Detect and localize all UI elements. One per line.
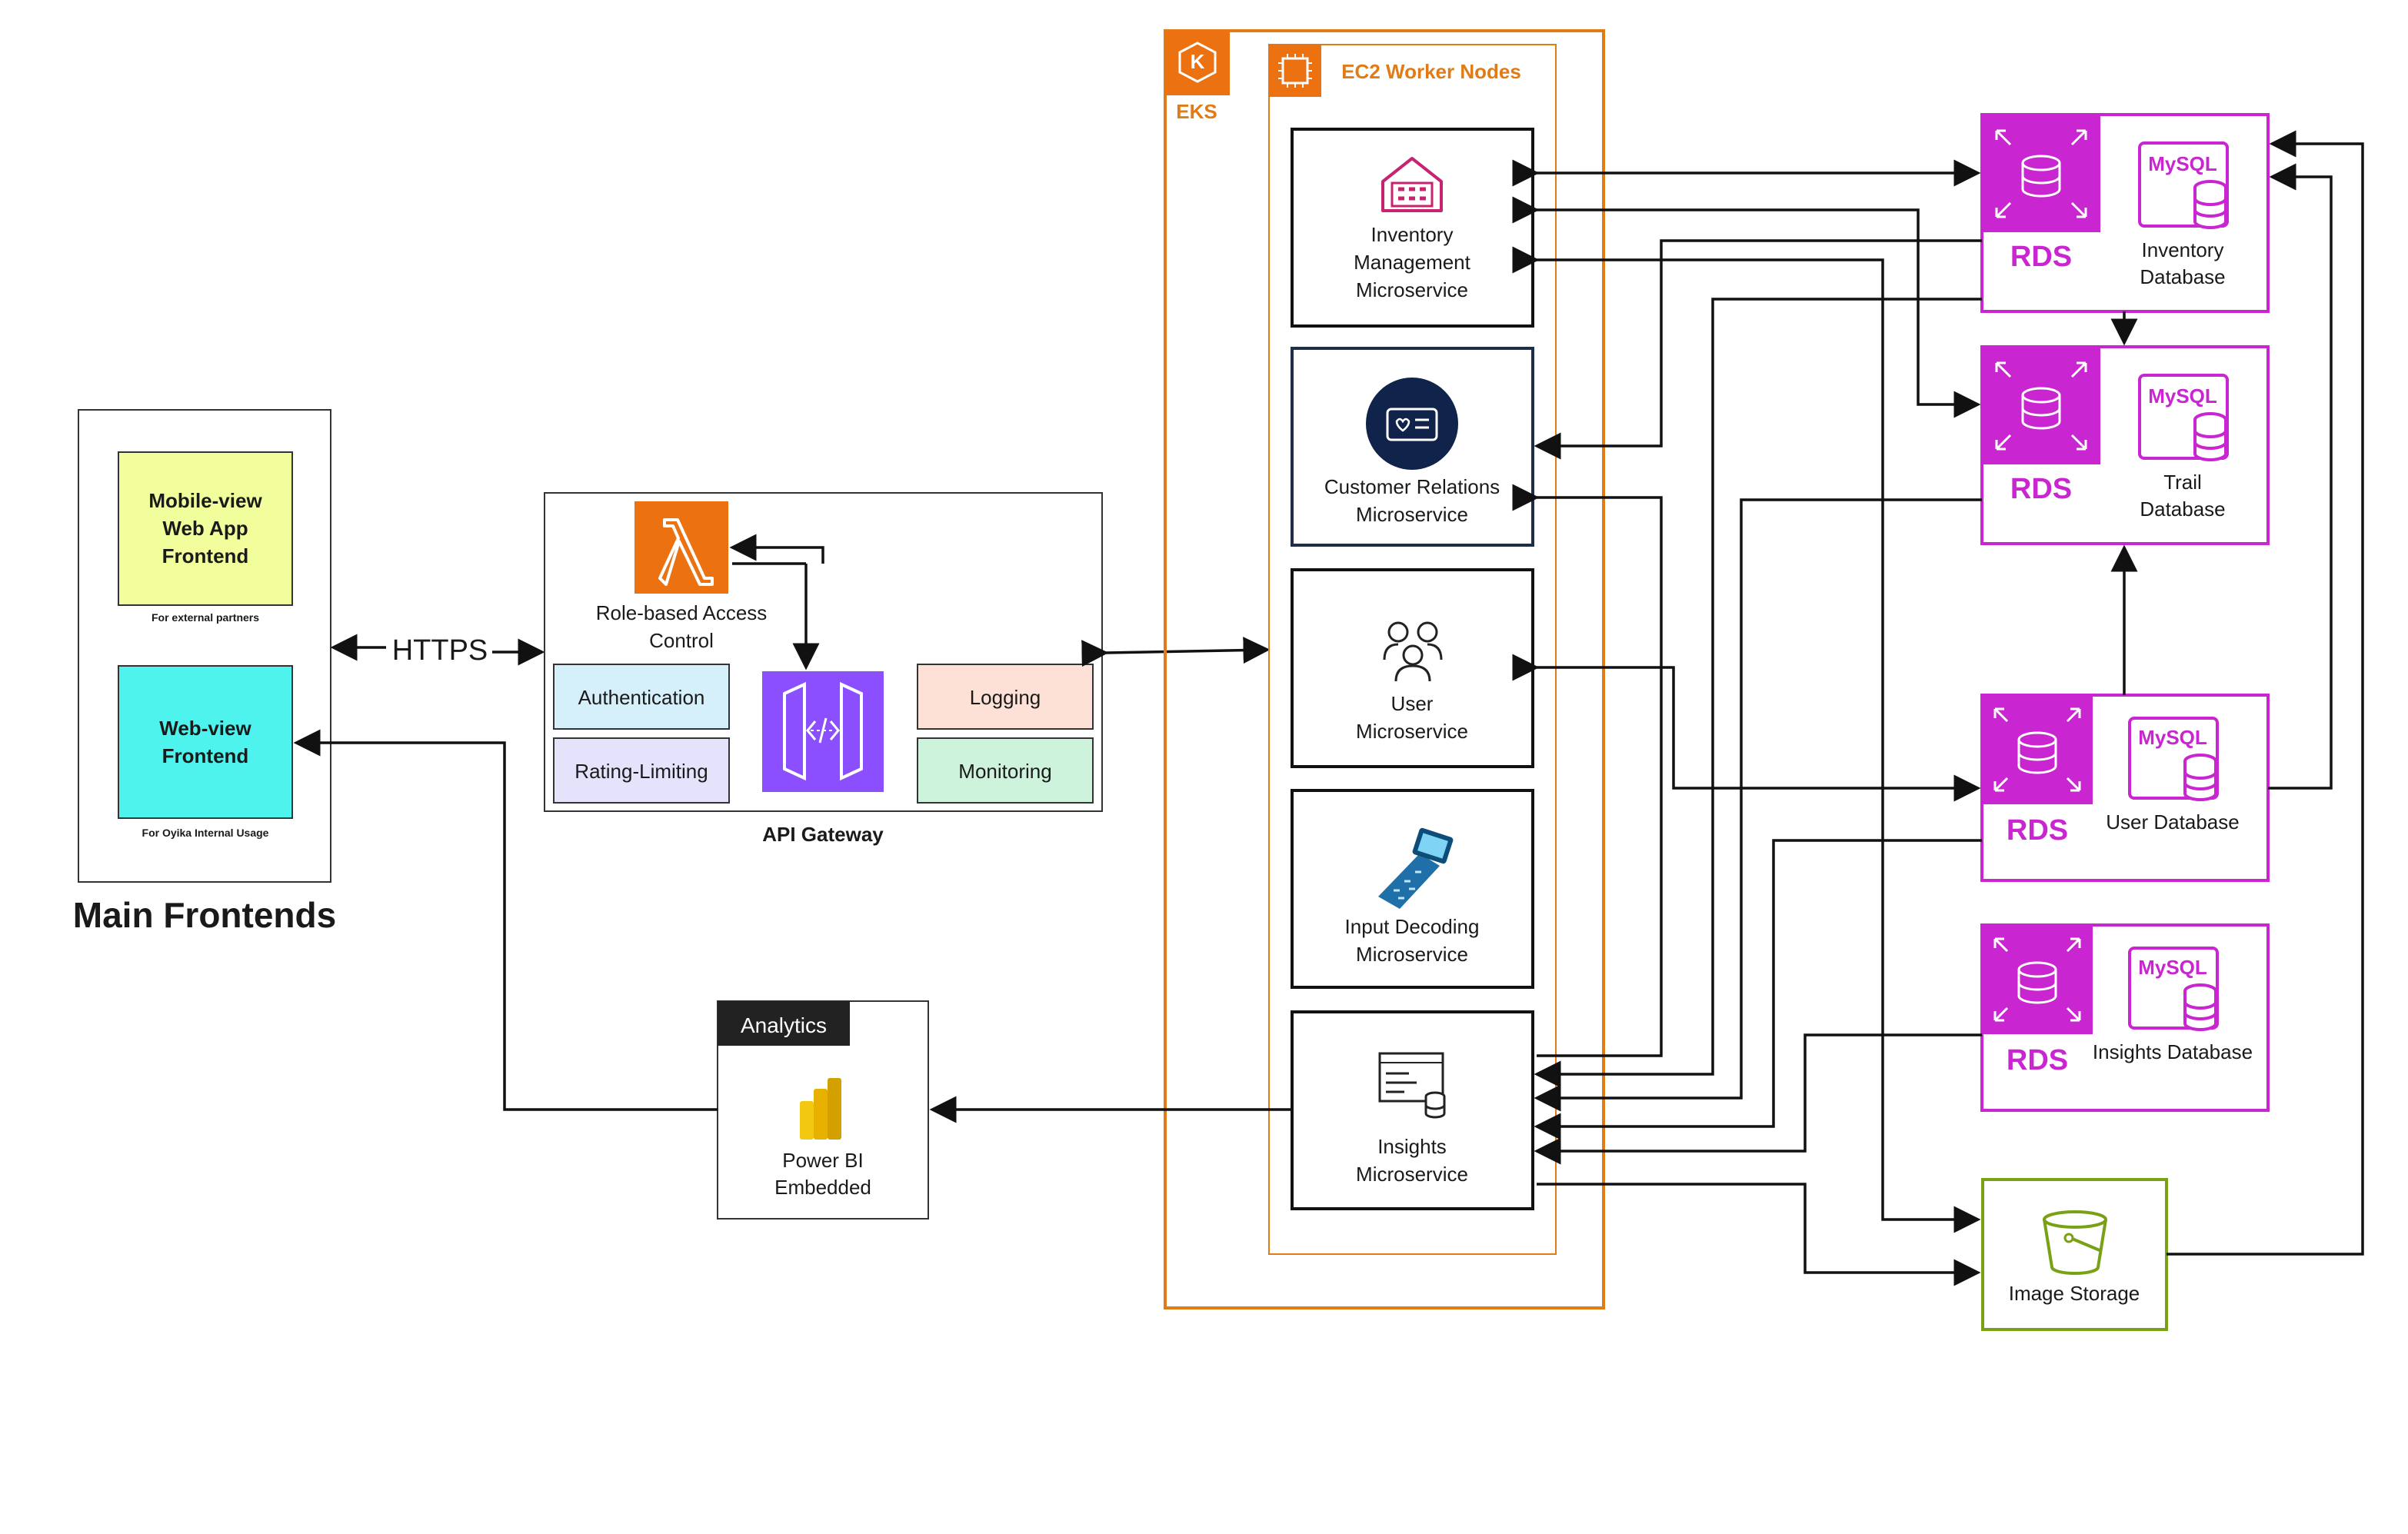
user-db-rds-label: RDS xyxy=(2007,814,2068,847)
rate-limiting-label: Rating-Limiting xyxy=(575,760,708,783)
web-frontend-note: For Oyika Internal Usage xyxy=(142,827,269,839)
authentication-box[interactable] xyxy=(553,664,730,730)
inventory-db-rds-label: RDS xyxy=(2010,241,2072,273)
inventory-db-line2: Database xyxy=(2140,265,2225,288)
rbac-label-line2: Control xyxy=(649,629,714,652)
web-frontend-line1: Web-view xyxy=(159,717,251,740)
inventory-service-line1: Inventory xyxy=(1371,223,1454,246)
authentication-label: Authentication xyxy=(578,686,705,709)
api-gateway-icon xyxy=(762,671,884,792)
warehouse-icon xyxy=(1381,157,1443,212)
analytics-header xyxy=(718,1001,850,1046)
api-gateway-group: Role-based Access Control Authentication… xyxy=(544,492,1103,846)
ec2-icon xyxy=(1269,45,1321,97)
insights-service-line2: Microservice xyxy=(1356,1163,1468,1186)
user-db-mysql-label: MySQL xyxy=(2138,726,2207,749)
inventory-db-line1: Inventory xyxy=(2142,238,2224,261)
image-storage-box[interactable] xyxy=(1981,1178,2168,1331)
web-frontend-box[interactable] xyxy=(118,665,293,819)
customer-relations-line2: Microservice xyxy=(1356,503,1468,526)
trail-db-mysql-label: MySQL xyxy=(2148,384,2217,408)
customer-card-icon xyxy=(1366,378,1458,470)
inventory-service-line2: Management xyxy=(1354,251,1471,274)
trail-db-line2: Database xyxy=(2140,497,2225,521)
mobile-frontend-note: For external partners xyxy=(152,611,259,624)
mobile-frontend-line3: Frontend xyxy=(162,544,249,567)
mysql-icon: MySQL xyxy=(2128,947,2219,1031)
user-service-box[interactable] xyxy=(1291,568,1534,768)
input-decoding-line2: Microservice xyxy=(1356,943,1468,966)
monitoring-box[interactable] xyxy=(917,737,1094,804)
insights-service-line1: Insights xyxy=(1377,1135,1447,1158)
monitoring-label: Monitoring xyxy=(958,760,1051,783)
input-decoding-line1: Input Decoding xyxy=(1345,915,1480,938)
eks-icon: K xyxy=(1165,31,1230,95)
eks-cluster-group: K EKS EC2 Worker Nodes Inventory Managem… xyxy=(1164,29,1605,1309)
main-frontends-group: Mobile-view Web App Frontend For externa… xyxy=(73,409,336,935)
analytics-log-icon xyxy=(1378,1052,1446,1119)
inventory-db-mysql-label: MySQL xyxy=(2148,152,2217,175)
insights-db-mysql-label: MySQL xyxy=(2138,956,2207,979)
rbac-label-line1: Role-based Access xyxy=(596,601,768,624)
insights-db-label: Insights Database xyxy=(2093,1040,2253,1063)
mobile-frontend-box[interactable] xyxy=(118,451,293,606)
trail-db-line1: Trail xyxy=(2163,471,2202,494)
s3-bucket-icon xyxy=(2043,1210,2107,1275)
mysql-icon: MySQL xyxy=(2138,374,2229,461)
eks-label: EKS xyxy=(1176,100,1217,123)
inventory-service-box[interactable] xyxy=(1291,128,1534,328)
rds-icon xyxy=(1982,115,2100,232)
user-db-label: User Database xyxy=(2106,810,2239,834)
https-connector: HTTPS xyxy=(330,634,545,667)
mobile-frontend-line1: Mobile-view xyxy=(148,489,262,512)
rds-icon xyxy=(1982,347,2100,464)
scanner-device-icon xyxy=(1378,827,1454,909)
users-icon xyxy=(1383,621,1443,682)
mysql-icon: MySQL xyxy=(2138,141,2229,229)
image-storage-label: Image Storage xyxy=(2009,1282,2140,1305)
gateway-eks-connector xyxy=(1081,637,1271,667)
logging-label: Logging xyxy=(970,686,1041,709)
rds-icon xyxy=(1982,925,2093,1034)
mysql-icon: MySQL xyxy=(2128,717,2219,801)
trail-db-rds-label: RDS xyxy=(2010,473,2072,505)
user-service-line1: User xyxy=(1391,692,1434,715)
analytics-webview-connector xyxy=(293,729,718,1111)
https-label: HTTPS xyxy=(392,634,488,667)
user-service-line2: Microservice xyxy=(1356,720,1468,743)
analytics-header-label: Analytics xyxy=(741,1013,827,1037)
ec2-workers-label: EC2 Worker Nodes xyxy=(1341,60,1521,83)
power-bi-line1: Power BI xyxy=(782,1149,864,1172)
power-bi-icon xyxy=(800,1078,841,1140)
web-frontend-line2: Frontend xyxy=(162,744,249,767)
lambda-icon xyxy=(634,501,728,594)
svg-text:K: K xyxy=(1191,50,1205,73)
rds-icon xyxy=(1982,695,2093,804)
rate-limiting-box[interactable] xyxy=(553,737,730,804)
logging-box[interactable] xyxy=(917,664,1094,730)
mobile-frontend-line2: Web App xyxy=(162,517,248,540)
power-bi-line2: Embedded xyxy=(774,1176,871,1199)
customer-relations-line1: Customer Relations xyxy=(1324,475,1500,498)
api-gateway-title: API Gateway xyxy=(762,823,884,846)
image-storage-group: Image Storage xyxy=(1981,1178,2168,1331)
databases-group: RDS MySQL Inventory Database RDS MySQL T… xyxy=(1980,113,2270,1112)
insights-db-rds-label: RDS xyxy=(2007,1044,2068,1076)
data-connectors xyxy=(1512,130,2364,1286)
frontends-title: Main Frontends xyxy=(73,895,336,935)
analytics-group: Analytics Power BI Embedded xyxy=(717,1000,929,1220)
inventory-service-line3: Microservice xyxy=(1356,278,1468,301)
